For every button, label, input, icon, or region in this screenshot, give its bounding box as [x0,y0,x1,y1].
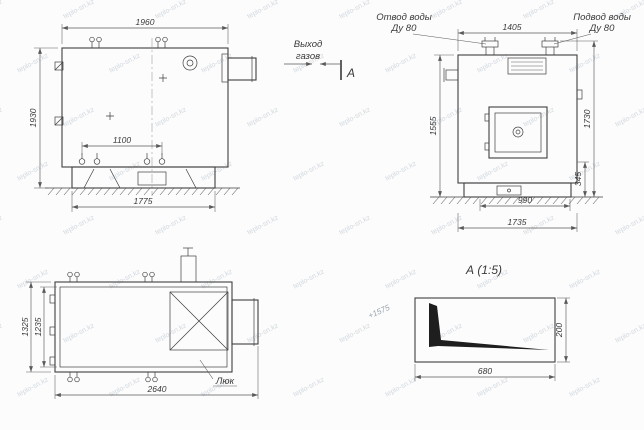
dim-text-1775: 1775 [134,196,153,206]
dim-front-fittings: 1100 [81,135,163,155]
plan-gas-duct [231,298,259,346]
water-outlet-label: Отвод воды Ду 80 [376,12,487,45]
dim-text-345: 345 [573,172,583,186]
plan-top-fittings [67,271,155,282]
dim-text-1325: 1325 [20,317,30,336]
furnace-door [484,106,548,159]
section-wedge-shape [429,303,549,350]
front-base-frame [71,166,216,189]
section-cut-mark: А [320,60,355,80]
dim-side-top: 1405 [457,22,578,51]
dim-front-width-top: 1960 [61,17,229,44]
gas-exit-label-line2: газов [296,51,320,62]
dim-plan-left-outer: 1325 [20,281,51,373]
water-inlet-label: Подвод воды Ду 80 [553,12,631,45]
section-a-title: А (1:5) [465,263,502,277]
dim-plan-bottom: 2640 [54,346,259,399]
water-inlet-label-line1: Подвод воды [573,12,631,23]
dim-text-1735: 1735 [508,217,527,227]
dim-side-bottom: 1735 [457,213,578,232]
gas-exit-annotation: Выход газов [284,39,323,66]
front-ground-hatching [45,187,240,196]
dim-section-height: 200 [554,297,570,363]
dim-section-width: 680 [414,364,556,381]
side-left-stub [443,68,459,82]
front-lifting-lugs [54,61,64,126]
dim-side-base-height: 345 [573,161,589,197]
front-view: 1960 1930 1100 1775 [28,17,257,212]
dim-text-1235: 1235 [33,317,43,336]
water-outlet-label-line1: Отвод воды [376,12,432,23]
water-inlet-pipe [541,37,559,55]
dim-text-990: 990 [518,195,532,205]
water-outlet-label-line2: Ду 80 [391,23,417,34]
front-flange-icon [182,55,198,71]
plan-bottom-fittings [67,372,158,383]
dim-text-1930: 1930 [28,108,38,127]
side-nameplate [507,57,547,75]
dim-side-feet: 990 [479,195,571,211]
front-bottom-fittings [78,153,166,165]
section-a-view: А (1:5) +1575 680 200 [367,263,570,381]
water-inlet-label-line2: Ду 80 [589,23,615,34]
dim-front-height-left: 1930 [28,47,58,189]
plan-duct-cross [169,291,229,351]
section-letter: А [346,66,355,80]
water-outlet-pipe [481,37,499,55]
hatch-callout: Люк [199,359,237,387]
front-top-fittings [89,36,168,48]
plan-view: Люк 1325 1235 2640 [20,247,259,399]
section-a-note: +1575 [367,303,392,321]
plan-chimney [180,247,197,283]
side-view: Отвод воды Ду 80 Подвод воды Ду 80 1405 … [376,12,631,232]
plan-left-tabs [49,294,56,366]
dim-front-width-bottom: 1775 [71,191,216,212]
dim-plan-left-inner: 1235 [33,286,57,368]
dim-text-1405: 1405 [503,22,522,32]
gas-exit-label-line1: Выход [294,39,323,50]
front-cross-marks [106,74,167,120]
dim-text-200: 200 [554,323,564,338]
dim-text-1960: 1960 [136,17,155,27]
front-gas-duct [221,53,257,83]
side-ground-hatching [430,196,603,205]
dim-text-1555: 1555 [428,116,438,135]
hatch-label: Люк [215,376,235,387]
dim-side-left: 1555 [428,54,454,197]
dim-side-right: 1730 [560,40,598,197]
dim-text-1100: 1100 [113,135,132,145]
side-base-frame [463,89,583,198]
dim-text-680: 680 [478,366,492,376]
dim-text-2640: 2640 [147,384,167,394]
dim-text-1730: 1730 [582,109,592,128]
